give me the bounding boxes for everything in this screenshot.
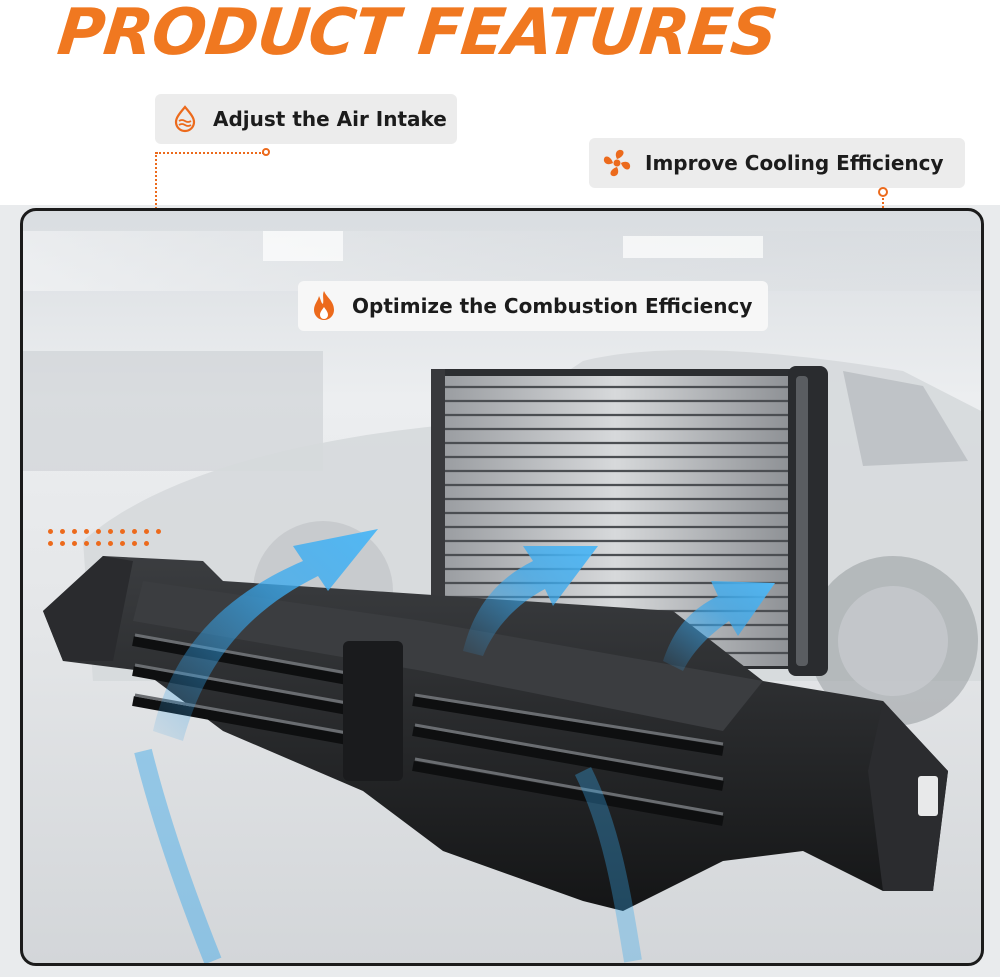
product-image-frame xyxy=(20,208,984,966)
feature-badge-combustion: Optimize the Combustion Efficiency xyxy=(298,281,768,331)
airflow-arrows xyxy=(134,529,775,963)
page-title: PRODUCT FEATURES xyxy=(54,0,781,70)
air-intake-icon xyxy=(167,101,203,137)
grille-shutter-assembly xyxy=(43,556,948,911)
feature-badge-air-intake: Adjust the Air Intake xyxy=(155,94,457,144)
feature-badge-cooling: Improve Cooling Efficiency xyxy=(589,138,965,188)
flame-icon xyxy=(306,288,342,324)
dotted-accent xyxy=(48,541,149,546)
feature-label-air-intake: Adjust the Air Intake xyxy=(213,107,447,131)
dotted-accent xyxy=(48,529,161,534)
fan-icon xyxy=(599,145,635,181)
connector-dot xyxy=(878,187,888,197)
connector-line xyxy=(156,152,264,154)
feature-label-combustion: Optimize the Combustion Efficiency xyxy=(352,294,753,318)
product-illustration xyxy=(23,231,981,963)
feature-label-cooling: Improve Cooling Efficiency xyxy=(645,151,944,175)
connector-dot xyxy=(262,148,270,156)
